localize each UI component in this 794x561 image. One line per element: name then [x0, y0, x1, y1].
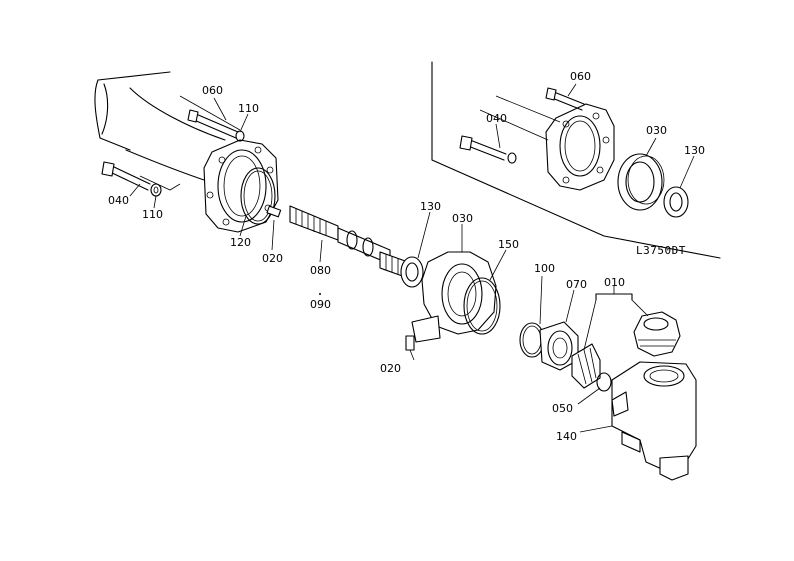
pin-020-left: [266, 205, 282, 218]
callout-020-left: 020: [262, 252, 283, 265]
o-ring-150: [463, 277, 501, 335]
inset-seal-030: [617, 153, 665, 211]
callout-060-inset: 060: [570, 70, 591, 83]
callout-130-inset: 130: [684, 144, 705, 157]
callout-110-top: 110: [238, 102, 259, 115]
callout-150: 150: [498, 238, 519, 251]
callout-010: 010: [604, 276, 625, 289]
bolt-060-inset: [545, 87, 585, 111]
bracket-010: [595, 293, 633, 301]
o-ring-120: [240, 167, 276, 225]
model-label: L3750DT: [636, 244, 686, 257]
dot-marker: [319, 293, 321, 295]
washer-guide-line: [139, 175, 181, 191]
callout-100: 100: [534, 262, 555, 275]
transmission-housing: [94, 71, 241, 183]
callout-050: 050: [552, 402, 573, 415]
callout-020-bottom: 020: [380, 362, 401, 375]
bearing-130-main: [400, 256, 424, 288]
callout-120: 120: [230, 236, 251, 249]
callout-060-main: 060: [202, 84, 223, 97]
inset-bearing-130: [663, 186, 689, 218]
callout-030-inset: 030: [646, 124, 667, 137]
callout-140: 140: [556, 430, 577, 443]
callout-070: 070: [566, 278, 587, 291]
inset-guide-lines: [479, 95, 561, 141]
inset-flange-plate: [545, 103, 615, 191]
bolt-040-inset: [459, 135, 517, 164]
callout-030-main: 030: [452, 212, 473, 225]
callout-130-main: 130: [420, 200, 441, 213]
bevel-gear-010: [633, 311, 681, 357]
callout-110-bottom: 110: [142, 208, 163, 221]
leader-lines: [129, 83, 695, 433]
final-case-140: [611, 361, 697, 481]
pin-020-bottom: [405, 335, 415, 351]
shaft-080: [289, 205, 409, 279]
callout-040-inset: 040: [486, 112, 507, 125]
bevel-pinion-gear: [571, 343, 601, 389]
collar-050: [596, 372, 612, 392]
callout-090: 090: [310, 298, 331, 311]
inset-frame: [431, 61, 721, 259]
bolt-060-main: [187, 109, 245, 142]
flange-plate-main: [203, 139, 279, 233]
bolt-040-main: [101, 161, 162, 197]
callout-040-main: 040: [108, 194, 129, 207]
callout-080: 080: [310, 264, 331, 277]
housing-030-main: [411, 251, 497, 343]
